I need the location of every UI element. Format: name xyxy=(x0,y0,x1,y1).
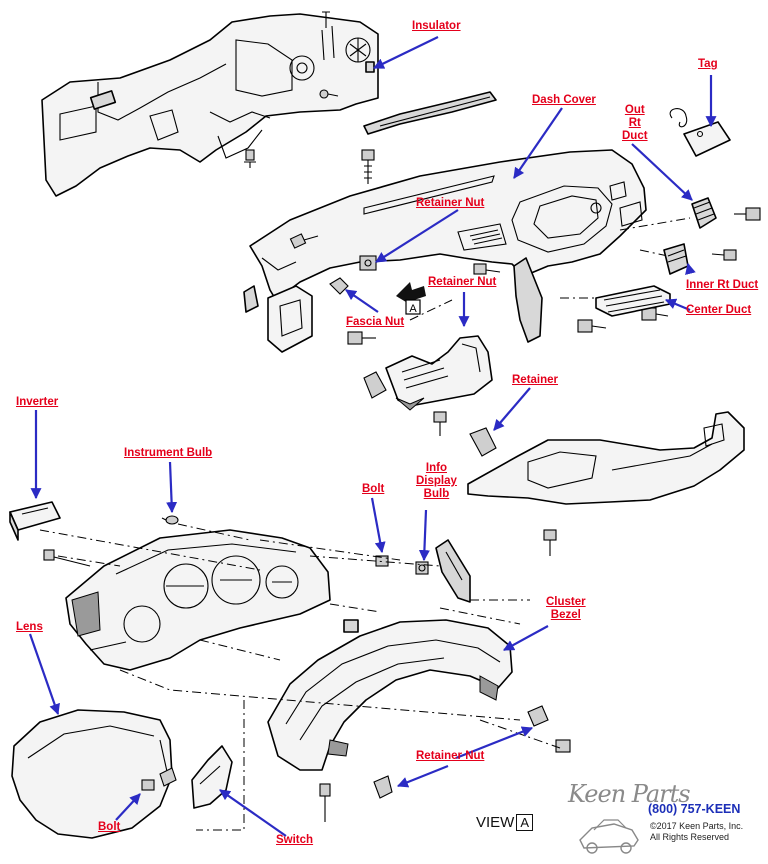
label-cluster-bezel-line-2: Bezel xyxy=(550,609,581,621)
center-duct-part xyxy=(595,285,671,317)
label-inverter: Inverter xyxy=(16,396,59,408)
view-letter-box: A xyxy=(516,814,534,831)
info-display-bulb-part xyxy=(435,539,471,603)
label-bolt-top: Bolt xyxy=(362,483,385,495)
label-tag: Tag xyxy=(698,58,718,70)
brand-phone: (800) 757-KEEN xyxy=(648,802,741,816)
view-text: VIEW xyxy=(476,814,515,831)
inner-rt-duct-part xyxy=(663,243,737,275)
callout-letter: A xyxy=(409,303,417,315)
insulator-part xyxy=(41,11,379,197)
dash-support-bracket xyxy=(513,257,543,343)
label-instrument-bulb: Instrument Bulb xyxy=(124,447,213,459)
defrost-grille xyxy=(363,91,497,135)
lens-part xyxy=(11,709,173,839)
retainer-clip xyxy=(469,427,497,457)
label-out-rt-duct: Out Rt Duct xyxy=(622,104,648,143)
label-cluster-bezel: Cluster Bezel xyxy=(546,596,586,622)
label-center-duct: Center Duct xyxy=(686,304,752,316)
label-dash-cover: Dash Cover xyxy=(532,94,596,106)
label-info-display-bulb-line-3: Bulb xyxy=(423,488,450,500)
out-rt-duct-part xyxy=(691,197,761,229)
brand-copyright: ©2017 Keen Parts, Inc. All Rights Reserv… xyxy=(650,821,743,843)
car-icon xyxy=(579,819,639,854)
label-retainer-nut-mid: Retainer Nut xyxy=(428,276,497,288)
dash-dashed-guides xyxy=(409,217,691,321)
label-retainer: Retainer xyxy=(512,374,559,386)
label-switch: Switch xyxy=(276,834,314,846)
label-out-rt-duct-line-2: Rt xyxy=(628,117,641,129)
label-retainer-nut-bottom: Retainer Nut xyxy=(416,750,485,762)
label-cluster-bezel-line-1: Cluster xyxy=(546,596,586,608)
knee-bolster-part xyxy=(467,411,745,556)
dash-cover-part xyxy=(249,149,647,301)
label-retainer-nut-top: Retainer Nut xyxy=(416,197,485,209)
label-out-rt-duct-line-3: Duct xyxy=(622,130,648,142)
alignment-guides xyxy=(39,523,561,831)
cluster-fasteners xyxy=(43,549,429,575)
label-insulator: Insulator xyxy=(412,20,461,32)
copyright-line: ©2017 Keen Parts, Inc. xyxy=(650,821,744,831)
instrument-bulb-part xyxy=(161,515,179,525)
insulator-fasteners xyxy=(244,89,339,168)
label-out-rt-duct-line-1: Out xyxy=(624,104,645,116)
label-inner-rt-duct: Inner Rt Duct xyxy=(686,279,759,291)
label-info-display-bulb-line-1: Info xyxy=(425,462,447,474)
label-lens: Lens xyxy=(16,621,43,633)
label-fascia-nut: Fascia Nut xyxy=(346,316,405,328)
label-bolt-bottom: Bolt xyxy=(98,821,121,833)
brand-logo: Keen Parts xyxy=(568,780,691,808)
bezel-fasteners xyxy=(319,705,571,822)
label-info-display-bulb: Info Display Bulb xyxy=(416,462,457,501)
brand-block: Keen Parts (800) 757-KEEN ©2017 Keen Par… xyxy=(566,780,762,858)
view-a-arrow: A xyxy=(396,282,426,315)
inverter-part xyxy=(9,501,61,541)
tag-part xyxy=(669,108,731,157)
instrument-cluster-part xyxy=(65,529,331,671)
dash-fasteners xyxy=(289,149,669,345)
rights-line: All Rights Reserved xyxy=(650,832,730,842)
cluster-bezel-part xyxy=(267,619,513,771)
leader-arrows xyxy=(28,36,717,837)
column-cover-part xyxy=(363,335,493,436)
dash-left-end xyxy=(243,285,313,353)
label-info-display-bulb-line-2: Display xyxy=(416,475,457,487)
